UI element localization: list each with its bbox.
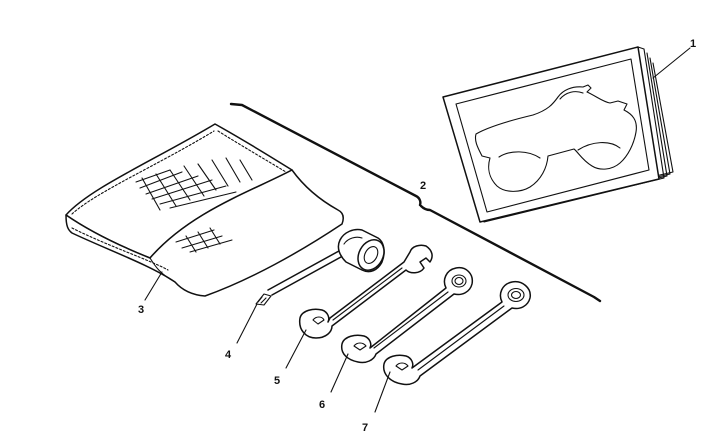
- callout-1: 1: [690, 38, 696, 50]
- owners-manual: [442, 46, 674, 223]
- combination-wrench-6: [340, 266, 474, 364]
- callout-2: 2: [420, 180, 426, 192]
- kit-bracket-line: [229, 102, 602, 303]
- callout-7-leader: [374, 371, 391, 413]
- callout-6: 6: [319, 399, 325, 411]
- spark-plug-socket-wrench: [255, 228, 385, 306]
- tool-bag: [65, 123, 344, 297]
- atv-silhouette-icon: [474, 84, 637, 192]
- callout-1-leader: [652, 47, 691, 79]
- callout-7: 7: [362, 422, 368, 434]
- callout-3: 3: [138, 304, 144, 316]
- callout-6-leader: [330, 353, 349, 393]
- callout-4-leader: [236, 303, 258, 344]
- combination-wrench-7: [382, 280, 531, 386]
- callout-3-leader: [144, 271, 163, 301]
- callout-5: 5: [274, 375, 280, 387]
- open-end-wrench-5: [298, 244, 433, 339]
- callout-5-leader: [285, 329, 307, 369]
- callout-4: 4: [225, 349, 232, 361]
